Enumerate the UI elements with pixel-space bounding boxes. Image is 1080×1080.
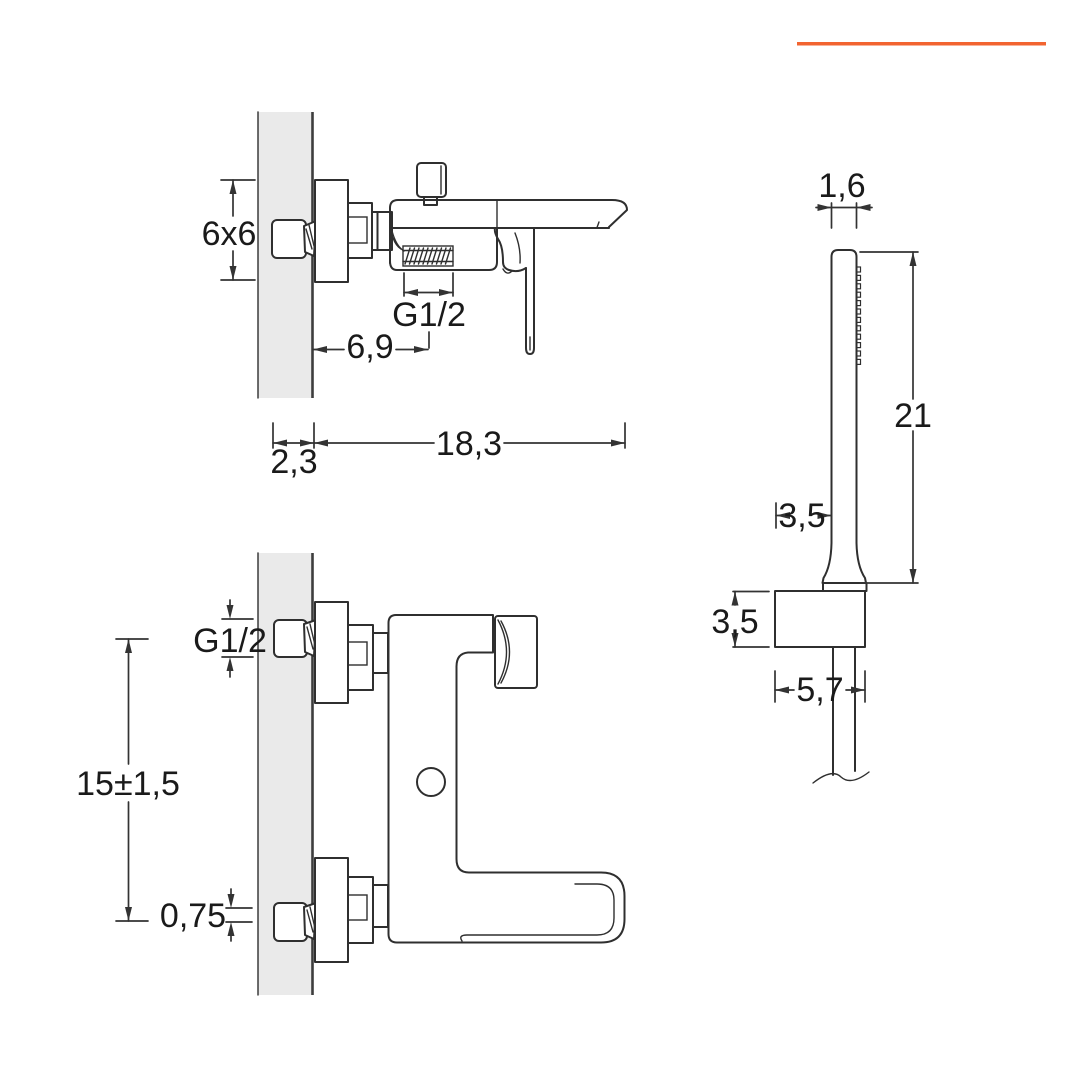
dim-square-6x6: 6x6 <box>202 179 257 281</box>
dim-length: 21 <box>859 251 932 584</box>
dim-label-bracket-height: 3,5 <box>711 603 758 641</box>
accent-divider <box>797 42 1046 46</box>
mixer-body-spout <box>389 199 628 264</box>
wall-union-fitting <box>271 219 307 259</box>
escutcheon-top <box>314 601 349 704</box>
wand-socket <box>822 582 868 592</box>
thread-band <box>402 245 454 267</box>
escutcheon <box>314 179 349 283</box>
nozzle-ticks <box>855 266 862 365</box>
dim-label-wall-thickness: 2,3 <box>270 443 317 481</box>
dim-thread-side: G1/2 <box>392 272 466 349</box>
hand-shower-view: 1,6 21 3,5 3,5 <box>711 167 932 784</box>
escutcheon-bottom <box>314 857 349 963</box>
shower-hose <box>812 646 870 784</box>
dim-label-spout-offset: 6,9 <box>346 328 393 366</box>
dim-label-thread-front: G1/2 <box>193 622 267 660</box>
mixer-body-front <box>387 614 626 944</box>
dim-label-square: 6x6 <box>202 215 257 253</box>
diverter-knob <box>416 162 447 206</box>
dim-label-bracket-width: 5,7 <box>796 671 843 709</box>
union-fitting-top <box>273 619 308 658</box>
dim-label-total-depth: 18,3 <box>436 425 502 463</box>
dim-wall-clearance: 3,5 <box>775 497 833 535</box>
shower-bracket <box>774 590 866 648</box>
shower-wand <box>821 249 867 584</box>
dim-spout-offset: 6,9 <box>312 328 429 366</box>
dim-handle-width: 1,6 <box>815 167 873 229</box>
dim-bracket-height: 3,5 <box>711 590 770 648</box>
dim-bracket-width: 5,7 <box>774 670 866 709</box>
lever-handle <box>493 227 535 355</box>
body-hole <box>416 767 446 797</box>
dim-center-distance: 15±1,5 <box>76 638 180 922</box>
dim-label-offset: 0,75 <box>160 897 226 935</box>
dim-depths: 2,3 18,3 <box>270 422 626 481</box>
mixer-front-view: G1/2 15±1,5 0,75 <box>76 552 626 996</box>
dim-label-center-distance: 15±1,5 <box>76 765 180 803</box>
dim-label-thread-side: G1/2 <box>392 296 466 334</box>
dim-label-length: 21 <box>894 397 932 435</box>
dim-label-wall-clearance: 3,5 <box>778 497 825 535</box>
dim-label-handle-width: 1,6 <box>818 167 865 205</box>
cartridge-cap <box>494 615 538 689</box>
union-fitting-bottom <box>273 902 308 942</box>
dim-offset-075: 0,75 <box>160 888 253 942</box>
dim-thread-front: G1/2 <box>193 599 267 678</box>
mixer-side-view: 6x6 G1/2 6,9 2,3 18,3 <box>202 111 628 481</box>
